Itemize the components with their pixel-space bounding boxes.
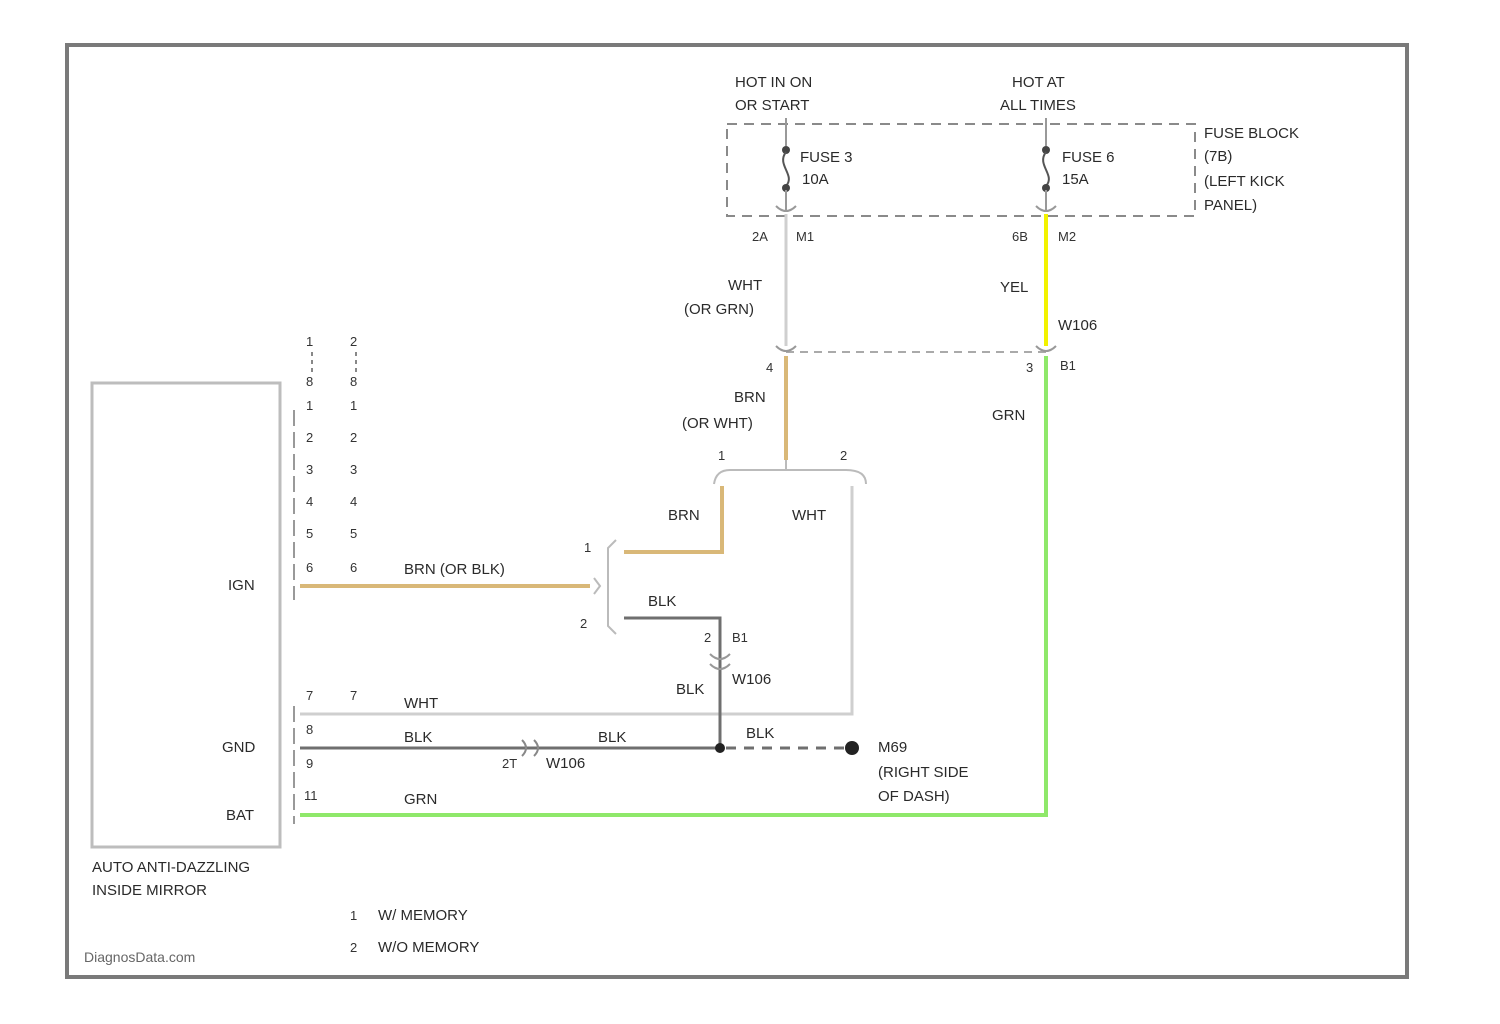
mirror-box: [92, 383, 280, 847]
lower-pin-b1: B1: [732, 630, 748, 645]
hot-all-times-line2: ALL TIMES: [1000, 97, 1076, 114]
connector-pin-4: 4: [766, 360, 773, 375]
relay-connector-left: [594, 578, 600, 594]
mirror-ign-label: IGN: [228, 577, 255, 594]
wire-label-blk-low-a: BLK: [404, 729, 432, 746]
mirror-pin-c2-8: 6: [350, 560, 357, 575]
connector-w106-bottom-label: W106: [546, 755, 585, 772]
connector-pin-b1: B1: [1060, 358, 1076, 373]
wire-label-brn-1: BRN: [734, 389, 766, 406]
wire-label-wht-mid: WHT: [792, 507, 826, 524]
mirror-pin-l2-7: 7: [350, 688, 357, 703]
wire-label-brn-2: (OR WHT): [682, 415, 753, 432]
note-1-num: 1: [350, 908, 357, 923]
mirror-pin-l1-7: 7: [306, 688, 313, 703]
ground-desc-1: (RIGHT SIDE: [878, 764, 969, 781]
mirror-bat-label: BAT: [226, 807, 254, 824]
pin-2a: 2A: [752, 229, 768, 244]
fuse-3-rating: 10A: [802, 171, 829, 188]
fuse-block-label-3: (LEFT KICK: [1204, 173, 1285, 190]
connector-pin-3: 3: [1026, 360, 1033, 375]
mirror-pin-c2-1: 2: [350, 334, 357, 349]
mirror-title-2: INSIDE MIRROR: [92, 882, 207, 899]
inline-pin-2t: 2T: [502, 756, 517, 771]
relay-connector: [608, 540, 616, 634]
connector-w106-upper-label: W106: [1058, 317, 1097, 334]
wire-label-brn-or-blk: BRN (OR BLK): [404, 561, 505, 578]
mirror-pin-lower: 7 8 9 11 7: [304, 688, 357, 803]
wire-label-blk-relay: BLK: [648, 593, 676, 610]
mirror-pin-c1-2: 8: [306, 374, 313, 389]
wire-label-wht-low: WHT: [404, 695, 438, 712]
mirror-pin-l1-11: 11: [304, 788, 318, 803]
fuse-block-label-4: PANEL): [1204, 197, 1257, 214]
mirror-pin-c2-2: 8: [350, 374, 357, 389]
ground-id: M69: [878, 739, 907, 756]
wire-label-grn-low: GRN: [404, 791, 437, 808]
mirror-pin-c2-7: 5: [350, 526, 357, 541]
lower-pin-2: 2: [704, 630, 711, 645]
wire-label-brn-mid: BRN: [668, 507, 700, 524]
fuse-block-label-1: FUSE BLOCK: [1204, 125, 1299, 142]
splice-point: [715, 743, 725, 753]
mirror-pin-c1-1: 1: [306, 334, 313, 349]
pin-6b: 6B: [1012, 229, 1028, 244]
relay-pin-1: 1: [584, 540, 591, 555]
connector-w106-upper-pin-a: [776, 346, 796, 351]
wire-label-blk-low-c: BLK: [746, 725, 774, 742]
hot-all-times-line1: HOT AT: [1012, 74, 1065, 91]
wire-label-yel: YEL: [1000, 279, 1028, 296]
split-connector: [714, 470, 866, 484]
connector-w106-upper-pin-b: [1036, 346, 1056, 351]
mirror-gnd-label: GND: [222, 739, 256, 756]
hot-run-start-line2: OR START: [735, 97, 809, 114]
mirror-pin-c1-8: 6: [306, 560, 313, 575]
connector-w106-lower-label: W106: [732, 671, 771, 688]
pin-m2: M2: [1058, 229, 1076, 244]
fuse-block-outline: [727, 124, 1195, 216]
mirror-pin-l1-9: 9: [306, 756, 313, 771]
wire-label-blk-splice: BLK: [676, 681, 704, 698]
fuse-6-rating: 15A: [1062, 171, 1089, 188]
fuse-3-name: FUSE 3: [800, 149, 853, 166]
note-2-num: 2: [350, 940, 357, 955]
wire-label-wht-1: WHT: [728, 277, 762, 294]
ground-point: [845, 741, 859, 755]
pin-m1: M1: [796, 229, 814, 244]
mirror-pin-c1-4: 2: [306, 430, 313, 445]
mirror-pin-c2-4: 2: [350, 430, 357, 445]
wire-label-blk-low-b: BLK: [598, 729, 626, 746]
watermark: DiagnosData.com: [84, 949, 195, 965]
fuse-block-label-2: (7B): [1204, 148, 1232, 165]
note-1-text: W/ MEMORY: [378, 907, 468, 924]
ground-desc-2: OF DASH): [878, 788, 950, 805]
wire-label-grn-upper: GRN: [992, 407, 1025, 424]
hot-run-start-line1: HOT IN ON: [735, 74, 812, 91]
fuse-6-name: FUSE 6: [1062, 149, 1115, 166]
mirror-title-1: AUTO ANTI-DAZZLING: [92, 859, 250, 876]
wire-label-wht-2: (OR GRN): [684, 301, 754, 318]
mirror-pin-l1-8: 8: [306, 722, 313, 737]
mirror-pin-c1-5: 3: [306, 462, 313, 477]
mirror-pin-c2-5: 3: [350, 462, 357, 477]
split-pin-1: 1: [718, 448, 725, 463]
note-2-text: W/O MEMORY: [378, 939, 479, 956]
mirror-pin-c1-6: 4: [306, 494, 313, 509]
mirror-pin-c2-3: 1: [350, 398, 357, 413]
split-pin-2: 2: [840, 448, 847, 463]
fuse-6-symbol: [1043, 152, 1049, 186]
mirror-pin-c1-7: 5: [306, 526, 313, 541]
fuse-3-symbol: [783, 152, 789, 186]
relay-pin-2: 2: [580, 616, 587, 631]
mirror-pin-c2-6: 4: [350, 494, 357, 509]
mirror-pin-c1-3: 1: [306, 398, 313, 413]
